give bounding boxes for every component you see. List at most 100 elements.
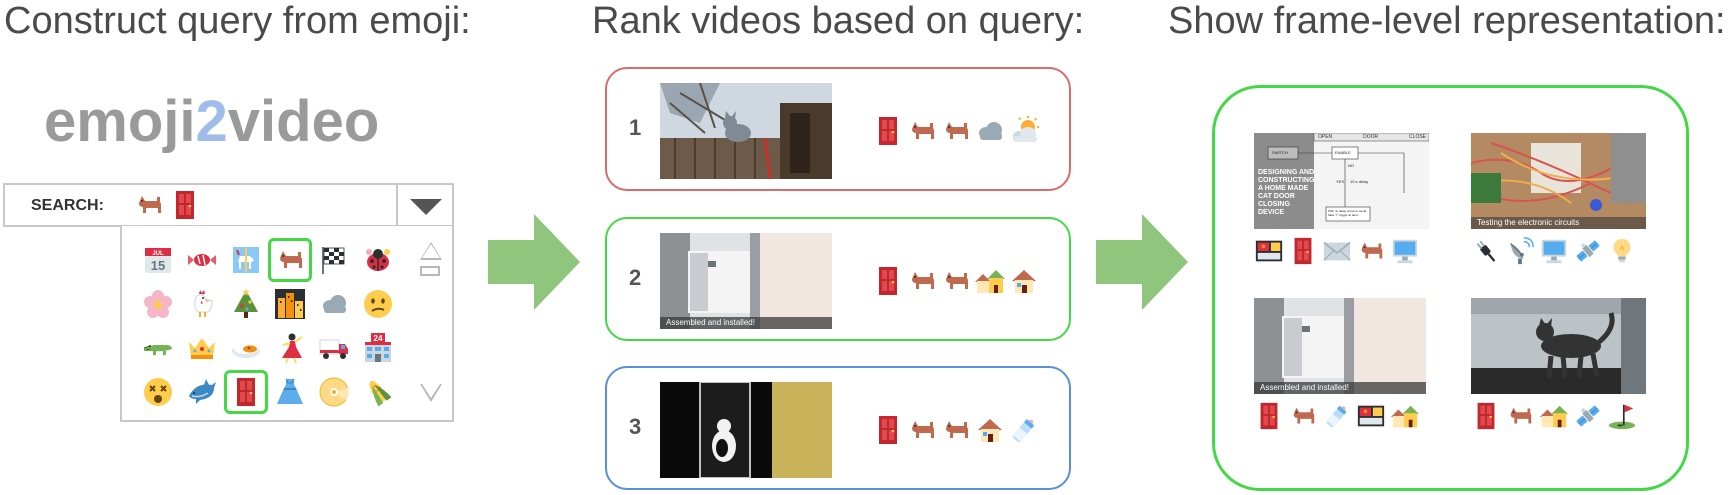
picker-cell-curry[interactable]: [224, 326, 268, 370]
scroll-down-icon[interactable]: [420, 384, 442, 402]
computer-icon: [1539, 236, 1569, 266]
light-bulb-icon: [1607, 236, 1637, 266]
checkered-flag-icon: [318, 244, 350, 276]
crocodile-icon: [142, 332, 174, 364]
ranked-video-card[interactable]: 3: [605, 366, 1071, 490]
search-query-emojis[interactable]: [133, 189, 201, 221]
video-thumbnail[interactable]: Assembled and installed!: [660, 233, 832, 329]
corn-icon: [362, 376, 394, 408]
svg-text:JUL: JUL: [152, 251, 164, 257]
cityscape-icon: [274, 288, 306, 320]
baby-bottle-icon: [1322, 401, 1352, 431]
rooster-icon: [186, 288, 218, 320]
curry-icon: [230, 332, 262, 364]
candy-icon: [186, 244, 218, 276]
door-icon: [1288, 236, 1318, 266]
picker-cell-rooster[interactable]: [180, 282, 224, 326]
picker-cell-checkered-flag[interactable]: [312, 238, 356, 282]
dog-icon: [1356, 236, 1386, 266]
video-emoji-tags: [872, 115, 1040, 147]
picker-cell-truck[interactable]: [312, 326, 356, 370]
scroll-up-icon[interactable]: [420, 242, 442, 260]
frame-emoji-tags: [1254, 236, 1420, 266]
diagram-box-label: 10 s delay: [1350, 179, 1369, 184]
door-icon: [872, 414, 904, 446]
rank-number: 2: [629, 265, 642, 290]
houses-icon: [1539, 401, 1569, 431]
picker-cell-cherry-blossom[interactable]: [136, 282, 180, 326]
scrollbar-thumb[interactable]: [420, 266, 440, 276]
right-arrow-icon: [1096, 214, 1188, 310]
cherry-blossom-icon: [142, 288, 174, 320]
houses-icon: [974, 265, 1006, 297]
dvd-icon: [318, 376, 350, 408]
picker-cell-christmas-tree[interactable]: [224, 282, 268, 326]
frame-emoji-tags: [1471, 236, 1637, 266]
door-icon: [169, 189, 201, 221]
picker-cell-department-store[interactable]: 24: [356, 326, 400, 370]
frame-thumbnail[interactable]: Assembled and installed!: [1254, 298, 1429, 394]
frame-thumbnail[interactable]: Testing the electronic circuits: [1471, 133, 1646, 229]
picker-cell-crocodile[interactable]: [136, 326, 180, 370]
picker-cell-corn[interactable]: [356, 370, 400, 414]
picker-cell-dvd[interactable]: [312, 370, 356, 414]
door-icon: [1471, 401, 1501, 431]
ladybug-icon: [362, 244, 394, 276]
diagram-box-label: YES: [1336, 179, 1345, 184]
picker-cell-dress[interactable]: [268, 370, 312, 414]
dog-icon: [906, 265, 938, 297]
ranked-video-card[interactable]: 1: [605, 67, 1071, 191]
bento-icon: [1356, 401, 1386, 431]
picker-cell-door[interactable]: [224, 370, 268, 414]
picker-cell-cityscape[interactable]: [268, 282, 312, 326]
picker-cell-cloud[interactable]: [312, 282, 356, 326]
video-thumbnail[interactable]: [660, 382, 832, 478]
house-icon: [974, 414, 1006, 446]
picker-cell-candy[interactable]: [180, 238, 224, 282]
dropdown-toggle-button[interactable]: [398, 183, 454, 227]
diagram-box-label: ENABLE: [1335, 150, 1351, 155]
picker-cell-dancer[interactable]: [268, 326, 312, 370]
baby-bottle-icon: [1008, 414, 1040, 446]
picker-cell-carousel[interactable]: [224, 238, 268, 282]
dog-icon: [1505, 401, 1535, 431]
thumbnail-caption: Assembled and installed!: [666, 318, 755, 327]
rank-number: 1: [629, 115, 642, 140]
svg-text:15: 15: [151, 258, 165, 273]
picker-cell-ladybug[interactable]: [356, 238, 400, 282]
dancer-icon: [274, 332, 306, 364]
satellite-icon: [1573, 401, 1603, 431]
picker-cell-dog[interactable]: [268, 238, 312, 282]
video-thumbnail[interactable]: [660, 83, 832, 179]
door-icon: [1254, 401, 1284, 431]
picker-cell-confused-face[interactable]: [356, 282, 400, 326]
satellite-icon: [1573, 236, 1603, 266]
truck-icon: [318, 332, 350, 364]
diagram-box-label: SWITCH: [1272, 150, 1288, 155]
cloud-icon: [974, 115, 1006, 147]
picker-cell-dolphin[interactable]: [180, 370, 224, 414]
door-icon: [872, 265, 904, 297]
dizzy-face-icon: [142, 376, 174, 408]
picker-cell-crown[interactable]: [180, 326, 224, 370]
satellite-dish-icon: [1505, 236, 1535, 266]
golf-icon: [1607, 401, 1637, 431]
heading-rank-videos: Rank videos based on query:: [592, 0, 1085, 42]
heading-construct-query: Construct query from emoji:: [4, 0, 471, 42]
ranked-video-card[interactable]: 2 Assembled and installed!: [605, 217, 1071, 341]
search-bar[interactable]: SEARCH:: [3, 183, 398, 227]
frame-thumbnail[interactable]: [1471, 298, 1646, 394]
carousel-icon: [230, 244, 262, 276]
sun-behind-cloud-icon: [1008, 115, 1040, 147]
computer-icon: [1390, 236, 1420, 266]
svg-text:24: 24: [374, 334, 383, 343]
department-store-icon: 24: [362, 332, 394, 364]
picker-cell-dizzy-face[interactable]: [136, 370, 180, 414]
confused-face-icon: [362, 288, 394, 320]
